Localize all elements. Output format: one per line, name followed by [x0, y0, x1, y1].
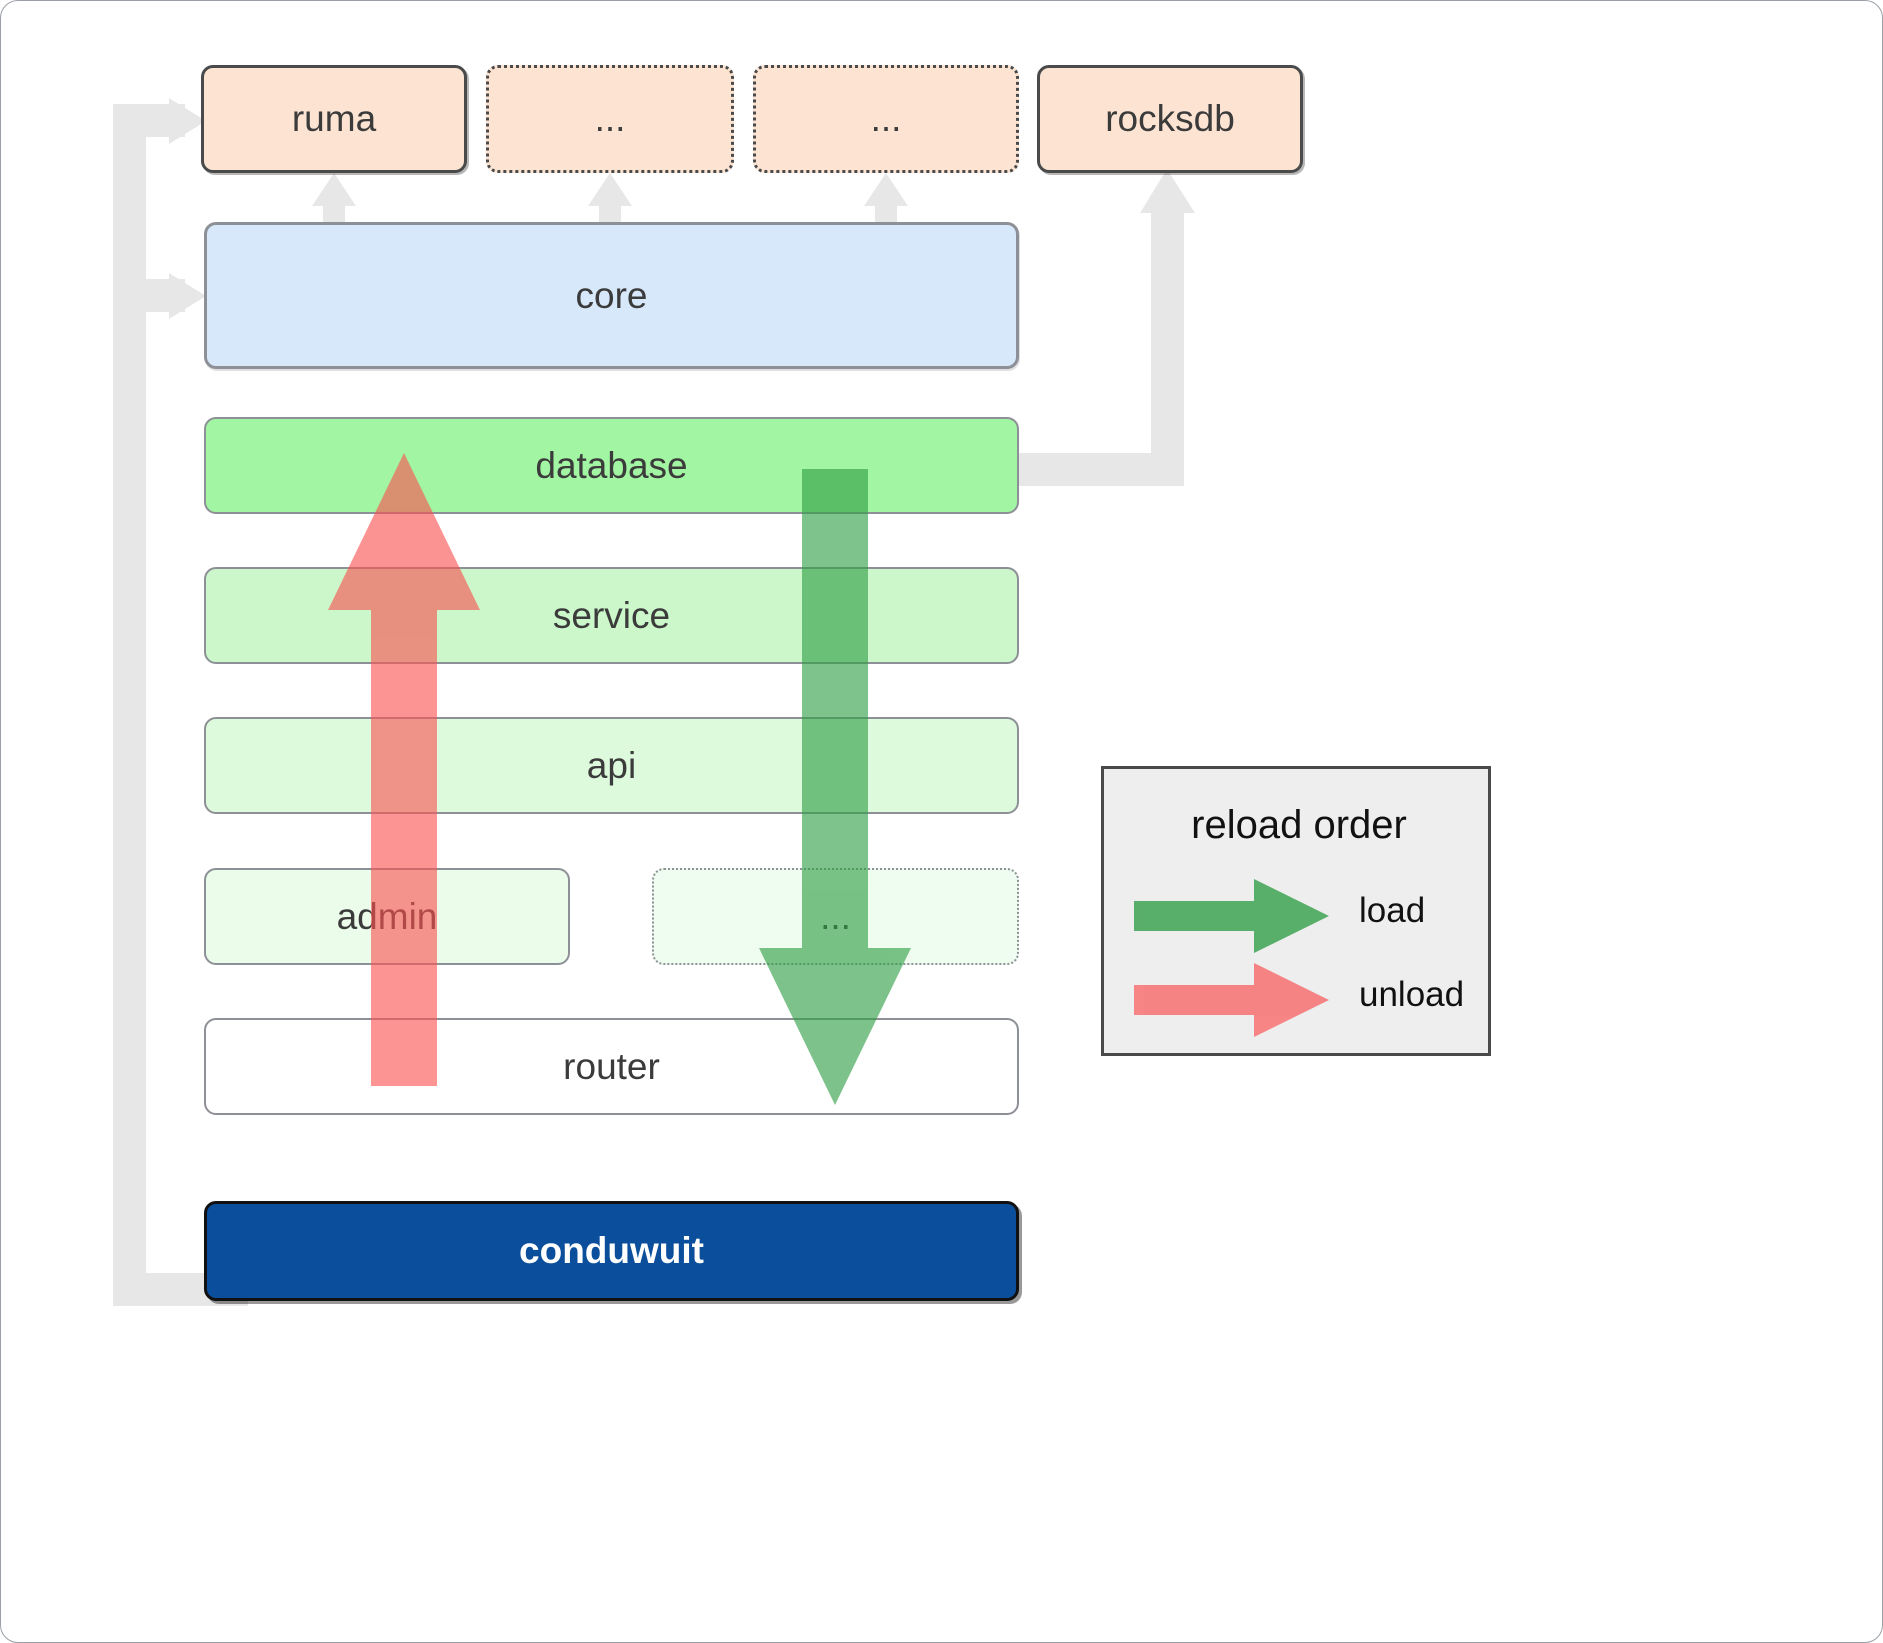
layer-label: admin	[336, 895, 438, 937]
legend-unload-label: unload	[1359, 975, 1465, 1014]
legend-unload-arrow-icon	[1134, 963, 1329, 1037]
legend-title: reload order	[1191, 803, 1407, 847]
layer-box-core[interactable]: core	[204, 222, 1019, 369]
dependency-label: rocksdb	[1105, 98, 1235, 139]
dependency-label: ruma	[291, 98, 377, 139]
layer-label: database	[535, 444, 688, 486]
dependency-label: ...	[870, 98, 902, 139]
layer-label: api	[586, 744, 637, 786]
dependency-box-rocksdb[interactable]: rocksdb	[1037, 65, 1303, 173]
layer-label: core	[575, 274, 648, 316]
layer-box-service[interactable]: service	[204, 567, 1019, 664]
legend-load-label: load	[1359, 891, 1426, 930]
layer-label: service	[552, 594, 671, 636]
layer-box-admin[interactable]: admin	[204, 868, 570, 965]
layer-box-more[interactable]: ...	[652, 868, 1019, 965]
root-box-conduwuit[interactable]: conduwuit	[204, 1201, 1019, 1301]
root-label: conduwuit	[519, 1230, 704, 1271]
layer-box-router[interactable]: router	[204, 1018, 1019, 1115]
layer-label: ...	[820, 895, 851, 937]
dependency-box-ruma[interactable]: ruma	[201, 65, 467, 173]
layer-box-database[interactable]: database	[204, 417, 1019, 514]
dependency-label: ...	[594, 98, 626, 139]
dependency-box-more-2[interactable]: ...	[753, 65, 1019, 173]
layer-box-api[interactable]: api	[204, 717, 1019, 814]
layer-label: router	[563, 1045, 660, 1087]
dependency-box-more-1[interactable]: ...	[486, 65, 734, 173]
legend-load-arrow-icon	[1134, 879, 1329, 953]
legend-panel: reload order load unload	[1101, 766, 1491, 1056]
